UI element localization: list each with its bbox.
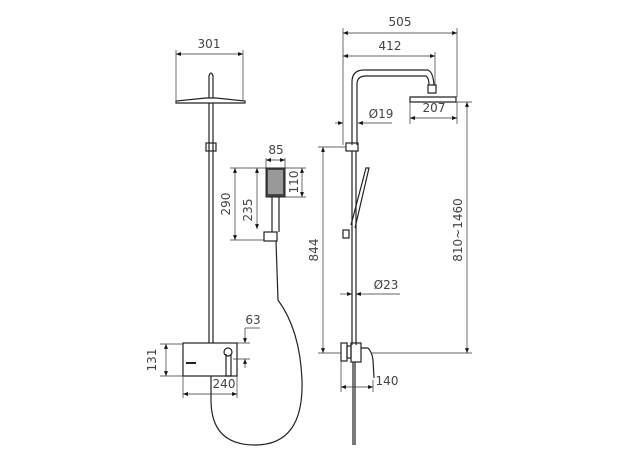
hand-shower bbox=[263, 167, 286, 242]
dim-pole-diameter: Ø23 bbox=[340, 278, 400, 296]
dim-label: Ø19 bbox=[369, 107, 394, 121]
side-view: 505 412 Ø19 207 810~1460 844 bbox=[307, 15, 472, 445]
dim-label: 235 bbox=[241, 199, 255, 222]
dim-label: 207 bbox=[423, 101, 446, 115]
dim-lever-offset: 63 bbox=[233, 313, 261, 368]
dim-mixer-depth: 140 bbox=[340, 361, 399, 392]
dim-label: 110 bbox=[287, 171, 301, 194]
front-view: 301 85 110 235 290 131 240 bbox=[145, 37, 306, 446]
dim-height-range: 810~1460 bbox=[372, 101, 472, 354]
shower-pole bbox=[205, 103, 217, 343]
dim-hand-head-width: 85 bbox=[265, 143, 286, 168]
rain-shower-head bbox=[175, 72, 246, 104]
dim-hand-head-height: 110 bbox=[285, 167, 306, 198]
dim-label: 301 bbox=[198, 37, 221, 51]
dim-label: 140 bbox=[376, 374, 399, 388]
shower-arm bbox=[351, 69, 435, 145]
dim-head-width: 301 bbox=[175, 37, 244, 100]
dim-label: 844 bbox=[307, 239, 321, 262]
rain-shower-head bbox=[409, 84, 457, 103]
dim-mixer-height: 131 bbox=[145, 343, 183, 377]
dim-label: Ø23 bbox=[374, 278, 399, 292]
dim-label: 290 bbox=[219, 193, 233, 216]
shower-pole bbox=[342, 142, 370, 445]
shower-hose bbox=[210, 240, 303, 446]
dim-label: 131 bbox=[145, 349, 159, 372]
dim-total-reach: 505 bbox=[342, 15, 458, 145]
dim-label: 412 bbox=[379, 39, 402, 53]
dim-label: 85 bbox=[268, 143, 283, 157]
dim-hand-total-height: 290 bbox=[219, 168, 237, 240]
thermostatic-mixer bbox=[182, 342, 238, 377]
mixer-side bbox=[340, 342, 375, 379]
dim-arm-reach: 412 bbox=[343, 39, 436, 85]
dim-head-depth: 207 bbox=[409, 101, 458, 124]
dim-label: 240 bbox=[213, 377, 236, 391]
dim-hand-holder-height: 235 bbox=[230, 167, 266, 241]
dim-arm-diameter: Ø19 bbox=[335, 107, 394, 125]
dim-label: 505 bbox=[389, 15, 412, 29]
dim-label: 63 bbox=[245, 313, 260, 327]
dim-label: 810~1460 bbox=[451, 198, 465, 262]
dim-mixer-width: 240 bbox=[182, 376, 238, 398]
dim-riser-height: 844 bbox=[307, 146, 346, 354]
